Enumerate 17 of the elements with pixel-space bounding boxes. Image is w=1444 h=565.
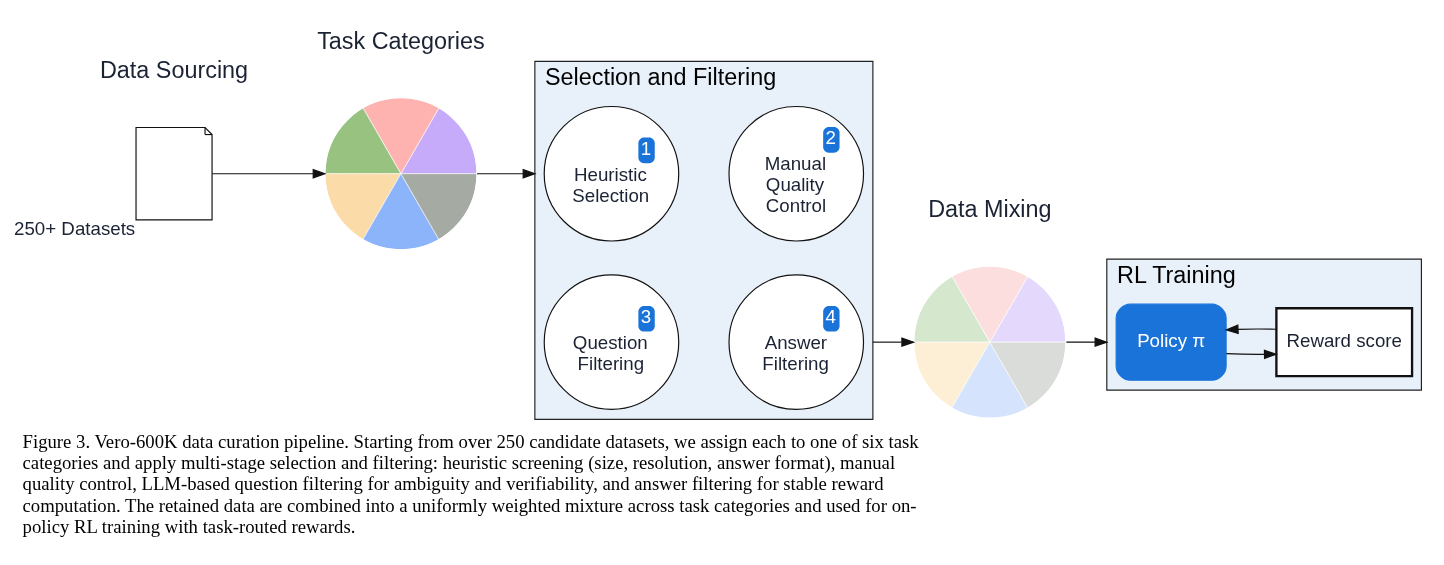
arrow (872, 337, 916, 348)
node-circle: 3 Question Filtering (543, 274, 680, 410)
arrow (211, 168, 327, 179)
caption: Figure 3. Vero-600K data curation pipeline. Starting from over 250 candidate datasets, we assign each to one of six task categories and apply multi-stage selection and filtering: heuristic screening (size, resolution, answer format), manual quality control, LLM-based question filtering for ambiguity and verifiability, and answer filtering for stable reward computation. The retained data are combined into a uniformly weighted mixture across task categories and used for on-policy RL training with task-routed rewards. (22, 431, 919, 537)
node-box: Reward score (1275, 307, 1414, 378)
node-circle: 1 Heuristic Selection (543, 105, 680, 242)
label: Task Categories (317, 27, 485, 54)
label: Data Sourcing (99, 56, 249, 83)
node-circle: 4 Answer Filtering (728, 274, 865, 410)
arrow (1225, 349, 1278, 360)
node-label: 250+ Datasets (14, 217, 136, 239)
arrow (1224, 324, 1277, 335)
arrow (476, 168, 537, 179)
arrow (1065, 337, 1109, 348)
label: Data Mixing (928, 196, 1052, 222)
node-box: Policy π (1115, 303, 1227, 381)
node-circle: 2 Manual Quality Control (728, 105, 865, 242)
